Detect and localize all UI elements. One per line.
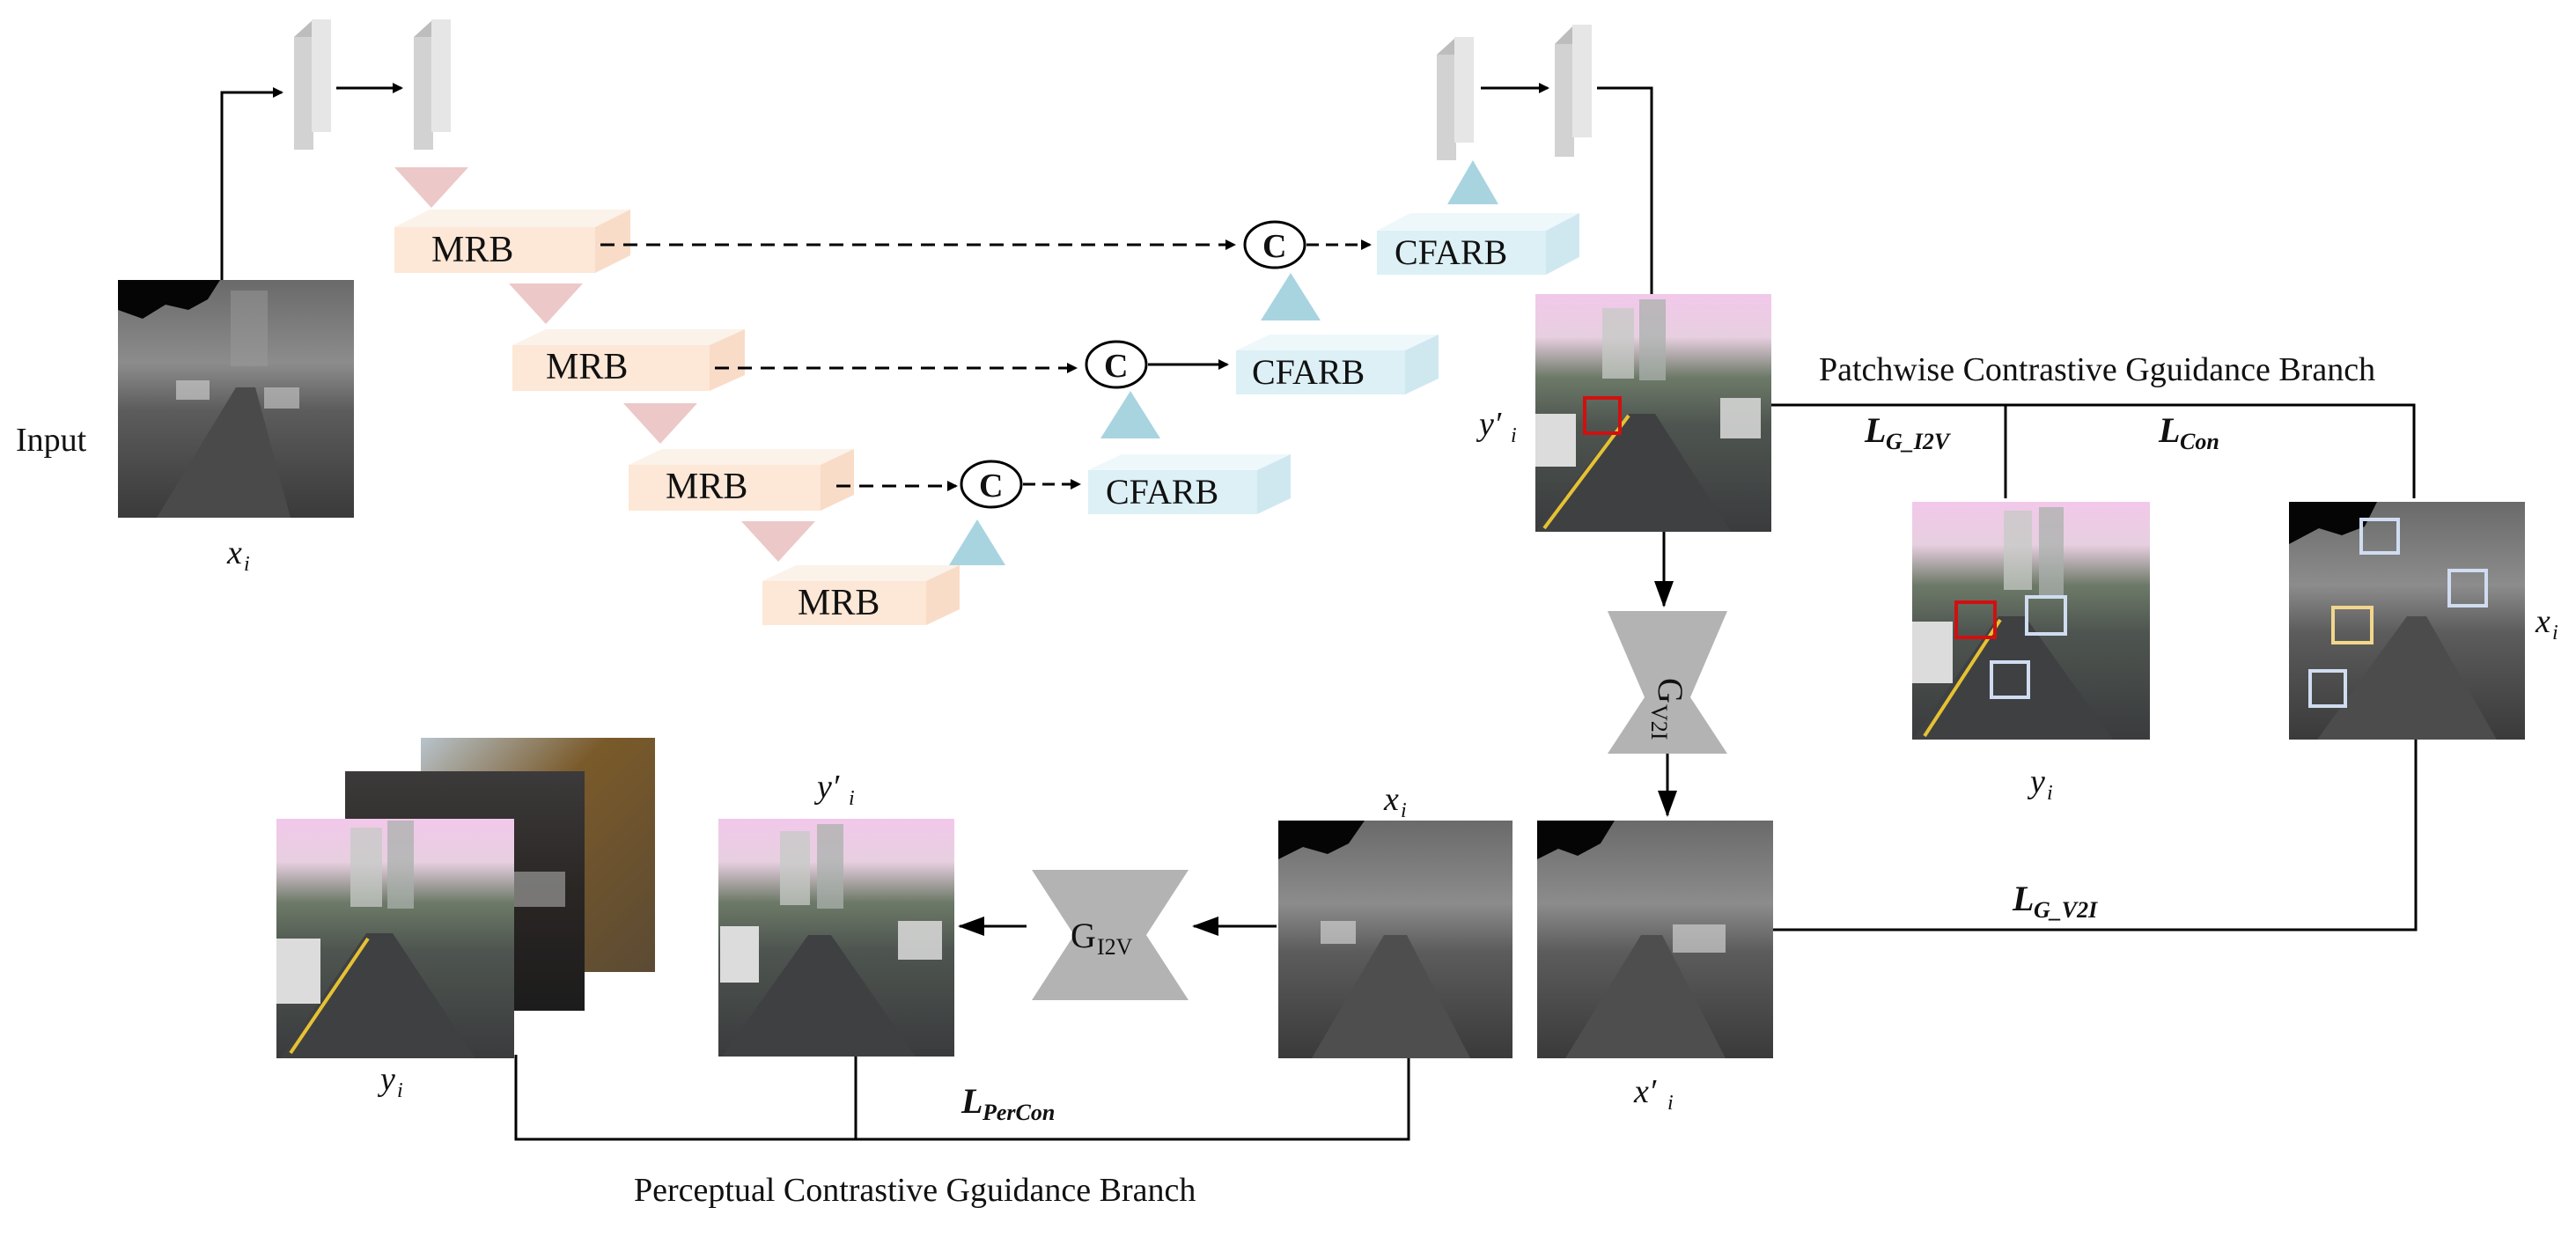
mrb-block-3: MRB	[629, 449, 854, 511]
down-arrow-1	[394, 167, 468, 208]
svg-text:V2I: V2I	[1646, 704, 1672, 740]
svg-text:i: i	[2047, 782, 2053, 805]
down-arrow-4	[741, 521, 815, 562]
svg-text:MRB: MRB	[431, 230, 513, 270]
svg-text:x′: x′	[1633, 1073, 1657, 1110]
svg-text:y: y	[2027, 763, 2045, 800]
cfarb-block-1: CFARB	[1377, 213, 1579, 275]
svg-text:CFARB: CFARB	[1395, 232, 1507, 272]
svg-text:CFARB: CFARB	[1106, 472, 1218, 512]
up-arrow-2	[1261, 273, 1321, 320]
feature-block-2	[414, 19, 451, 150]
perceptual-branch-line	[514, 1055, 1410, 1141]
svg-text:x: x	[1383, 781, 1399, 818]
feature-block-4	[1555, 25, 1592, 157]
svg-text:G: G	[1071, 916, 1096, 955]
mrb-block-4: MRB	[762, 565, 960, 625]
svg-text:CFARB: CFARB	[1252, 352, 1365, 392]
loss-g-v2i-label: L G_V2I	[2012, 879, 2098, 923]
loss-g-i2v-label: L G_I2V	[1864, 410, 1952, 454]
svg-text:C: C	[979, 468, 1003, 504]
yi-label-patch: y i	[2027, 763, 2053, 805]
decoder-to-output-line	[1597, 86, 1653, 294]
svg-text:i: i	[1511, 424, 1517, 447]
loss-con-label: L Con	[2158, 410, 2219, 454]
svg-text:x: x	[2535, 603, 2550, 640]
up-arrow-3	[1100, 391, 1160, 438]
thermal-image-patch	[2289, 502, 2525, 740]
thermal-image-bottom	[1278, 821, 1512, 1058]
svg-text:i: i	[1667, 1092, 1674, 1115]
generated-visible-image-bottom	[718, 819, 954, 1057]
input-thermal-image	[118, 280, 354, 518]
feature-block-3	[1437, 37, 1474, 160]
svg-text:L: L	[2158, 410, 2180, 450]
cfarb-block-2: CFARB	[1236, 335, 1439, 394]
down-arrow-2	[509, 283, 583, 324]
svg-text:L: L	[1864, 410, 1886, 450]
yprime-label-output: y′ i	[1476, 406, 1517, 447]
up-arrow-1	[1447, 160, 1498, 204]
svg-text:MRB: MRB	[666, 467, 747, 507]
xi-label-bottom: x i	[1383, 781, 1407, 822]
up-arrow-4	[949, 519, 1005, 565]
generator-v2i: G V2I	[1608, 611, 1727, 754]
svg-text:Con: Con	[2180, 429, 2219, 454]
yi-label-bottom: y i	[377, 1061, 403, 1102]
svg-text:i: i	[2552, 622, 2558, 644]
patchwise-branch-line	[1771, 403, 2416, 498]
concat-node-1: C	[1243, 220, 1306, 269]
target-visible-image-stack	[276, 738, 655, 1058]
svg-text:G: G	[1651, 678, 1690, 703]
concat-node-3: C	[960, 460, 1023, 509]
mrb-block-2: MRB	[512, 329, 745, 391]
xprime-label: x′ i	[1633, 1073, 1674, 1115]
svg-text:I2V: I2V	[1097, 934, 1133, 960]
yprime-label-bottom: y′ i	[813, 769, 855, 810]
reconstructed-thermal-image	[1537, 821, 1773, 1058]
svg-text:PerCon: PerCon	[982, 1100, 1055, 1125]
svg-text:y′: y′	[813, 769, 840, 806]
xi-label-patch: x i	[2535, 603, 2558, 644]
svg-text:i: i	[244, 553, 250, 576]
mrb-block-1: MRB	[394, 210, 630, 273]
generator-i2v: G I2V	[1032, 870, 1189, 1000]
concat-node-2: C	[1085, 340, 1148, 389]
svg-text:MRB: MRB	[546, 347, 628, 387]
svg-text:C: C	[1104, 348, 1128, 385]
input-to-encoder-arrow	[220, 87, 283, 280]
xi-label-input: x i	[226, 534, 250, 576]
target-visible-image-patch	[1912, 502, 2150, 740]
svg-text:L: L	[960, 1081, 983, 1121]
svg-text:C: C	[1262, 228, 1286, 265]
svg-text:i: i	[849, 787, 855, 810]
svg-text:i: i	[1401, 799, 1407, 822]
down-arrow-3	[623, 403, 697, 444]
output-visible-image	[1535, 294, 1771, 532]
svg-text:MRB: MRB	[798, 583, 880, 623]
loss-percon-label: L PerCon	[960, 1081, 1055, 1125]
patchwise-branch-title: Patchwise Contrastive Gguidance Branch	[1819, 351, 2375, 388]
loss-g-v2i-line	[1773, 740, 2418, 931]
cfarb-block-3: CFARB	[1088, 454, 1291, 514]
svg-text:L: L	[2012, 879, 2034, 918]
input-label: Input	[16, 422, 87, 459]
svg-text:x: x	[226, 534, 242, 571]
perceptual-branch-title: Perceptual Contrastive Gguidance Branch	[634, 1172, 1196, 1209]
feature-block-1	[294, 19, 331, 150]
svg-text:G_V2I: G_V2I	[2034, 897, 2098, 923]
svg-text:y: y	[377, 1061, 395, 1098]
svg-text:i: i	[397, 1079, 403, 1102]
svg-text:G_I2V: G_I2V	[1886, 429, 1952, 454]
svg-text:y′: y′	[1476, 406, 1502, 443]
